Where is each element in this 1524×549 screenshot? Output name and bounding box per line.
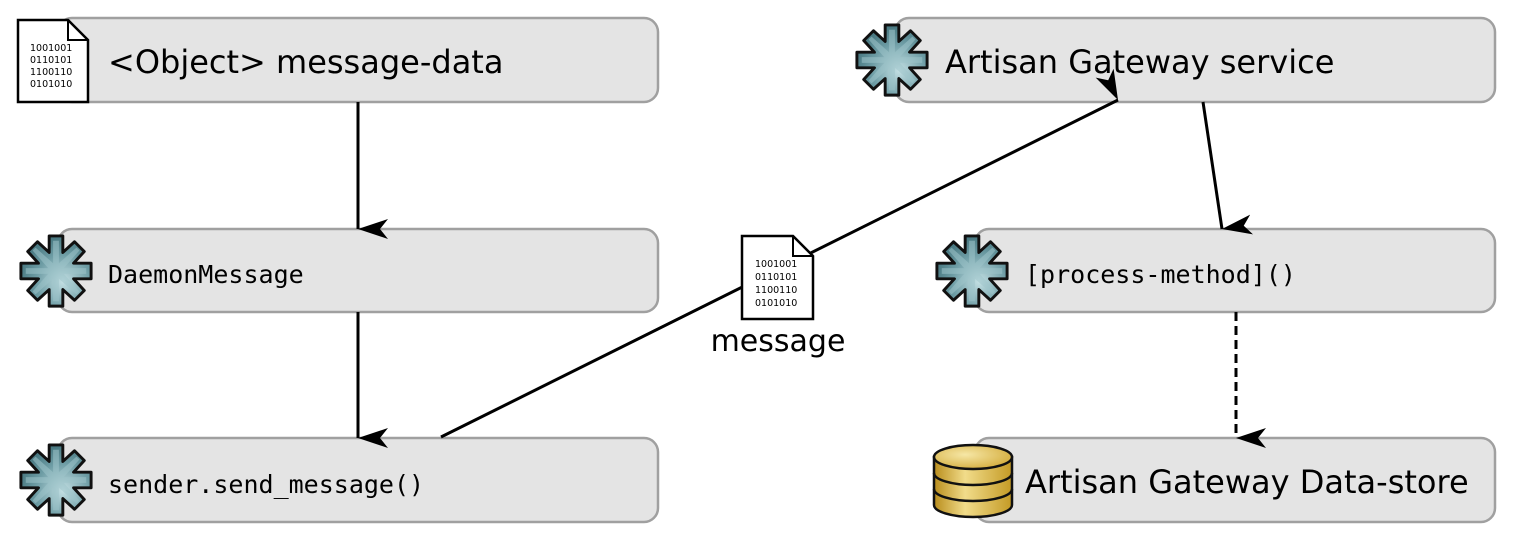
node-label: <Object> message-data: [108, 43, 503, 81]
edge-label: message: [711, 324, 846, 359]
node-label: [process-method](): [1025, 260, 1296, 289]
node-gateway-datastore: Artisan Gateway Data-store: [932, 436, 1497, 524]
node-label: Artisan Gateway Data-store: [1025, 463, 1469, 501]
node-object-message-data: <Object> message-data 1001001 0110101 11…: [16, 16, 660, 104]
binary-line: 1001001: [755, 259, 797, 270]
binary-line: 1001001: [30, 43, 72, 54]
node-send-message: sender.send_message(): [19, 436, 660, 524]
binary-line: 0110101: [755, 272, 797, 283]
message-payload: 1001001 0110101 1100110 0101010 message: [711, 234, 846, 359]
node-label: Artisan Gateway service: [945, 43, 1334, 81]
node-label: sender.send_message(): [108, 470, 424, 499]
binary-document-icon: 1001001 0110101 1100110 0101010: [740, 234, 815, 321]
binary-document-icon: 1001001 0110101 1100110 0101010: [16, 18, 90, 104]
binary-line: 0110101: [30, 55, 72, 66]
node-process-method: [process-method](): [935, 227, 1497, 314]
binary-line: 1100110: [755, 285, 797, 296]
gear-icon: [935, 234, 1009, 308]
binary-line: 0101010: [30, 79, 72, 90]
database-icon: [932, 443, 1014, 519]
gear-icon: [855, 23, 929, 97]
gear-icon: [19, 234, 93, 308]
gear-icon: [19, 443, 93, 517]
edge-gateway-to-process: [1201, 101, 1254, 235]
node-label: DaemonMessage: [108, 260, 304, 289]
node-daemon-message: DaemonMessage: [19, 227, 660, 314]
binary-line: 0101010: [755, 298, 797, 309]
binary-line: 1100110: [30, 67, 72, 78]
node-gateway-service: Artisan Gateway service: [855, 16, 1497, 104]
